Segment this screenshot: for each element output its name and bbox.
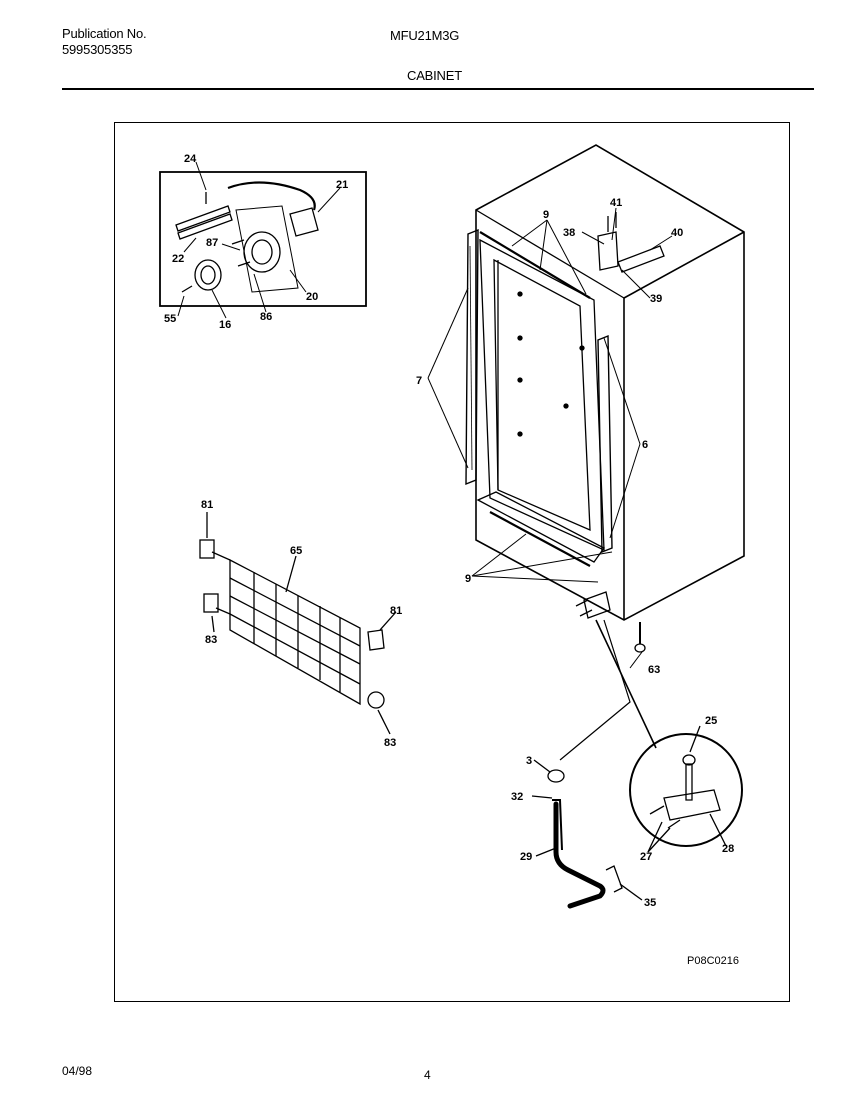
part-label: 38 — [563, 227, 575, 239]
part-label: 6 — [642, 439, 648, 451]
part-label: 16 — [219, 319, 231, 331]
part-label: 9 — [543, 209, 549, 221]
part-label: 22 — [172, 253, 184, 265]
part-label: 28 — [722, 843, 734, 855]
part-label: 24 — [184, 153, 197, 165]
part-label: 86 — [260, 311, 272, 323]
header-rule — [62, 88, 814, 90]
part-label: 81 — [201, 499, 213, 511]
light-switch-assembly — [175, 181, 319, 293]
part-label: 35 — [644, 897, 656, 909]
publication-label: Publication No. — [62, 26, 147, 41]
model-number: MFU21M3G — [390, 28, 460, 43]
part-label: 3 — [526, 755, 532, 767]
part-label: 41 — [610, 197, 622, 209]
part-label: 29 — [520, 851, 532, 863]
part-label: 40 — [671, 227, 683, 239]
part-label: 83 — [205, 634, 217, 646]
leveler-parts — [531, 619, 743, 909]
part-label: 39 — [650, 293, 662, 305]
part-label: 81 — [390, 605, 402, 617]
part-label: 32 — [511, 791, 523, 803]
part-label: 25 — [705, 715, 717, 727]
leader-lines — [177, 161, 673, 669]
section-title: CABINET — [407, 68, 462, 83]
cabinet-body — [465, 144, 745, 653]
page-number: 4 — [424, 1068, 431, 1082]
publication-number: 5995305355 — [62, 42, 133, 57]
part-label: 55 — [164, 313, 176, 325]
diagram-frame — [114, 122, 790, 1002]
inset-box — [159, 171, 367, 307]
footer-date: 04/98 — [62, 1064, 93, 1078]
part-label: 9 — [465, 573, 471, 585]
part-label: 63 — [648, 664, 660, 676]
part-label: 7 — [416, 375, 422, 387]
part-label: 27 — [640, 851, 652, 863]
part-label: 87 — [206, 237, 218, 249]
drawing-code: P08C0216 — [687, 955, 739, 967]
shelf-basket — [199, 512, 397, 735]
part-label: 65 — [290, 545, 302, 557]
part-label: 20 — [306, 291, 318, 303]
part-label: 21 — [336, 179, 348, 191]
part-label: 83 — [384, 737, 396, 749]
